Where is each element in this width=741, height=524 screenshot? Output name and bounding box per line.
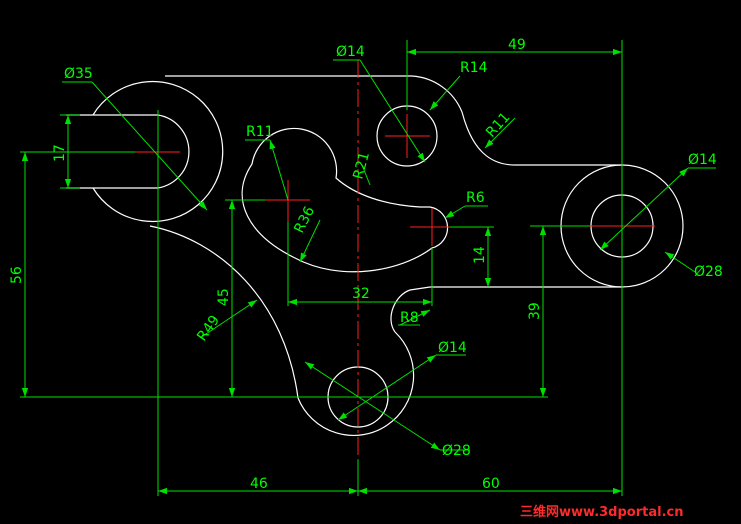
label-d35: Ø35 [64, 66, 93, 82]
label-32: 32 [352, 286, 370, 302]
leader-r11-slot [269, 139, 289, 201]
r49-sweep-arc [149, 225, 299, 399]
leader-r49 [199, 299, 258, 339]
label-r36: R36 [291, 204, 318, 236]
leader-d28-bottom [304, 361, 441, 451]
label-r21: R21 [350, 150, 373, 181]
label-r11-right: R11 [483, 109, 513, 140]
leader-d35 [91, 81, 208, 211]
label-49: 49 [508, 37, 526, 53]
label-d28-right: Ø28 [694, 264, 723, 280]
label-14: 14 [472, 246, 488, 264]
leader-d14-bottom [337, 354, 437, 421]
label-60: 60 [482, 476, 500, 492]
label-r6: R6 [466, 190, 485, 206]
label-17: 17 [52, 144, 68, 162]
leader-r14 [429, 75, 461, 111]
label-r8: R8 [400, 310, 419, 326]
leader-r6 [444, 205, 466, 219]
banana-slot-outline [241, 127, 449, 273]
dimension-lines [20, 40, 716, 496]
leader-r36 [299, 219, 321, 263]
label-d28-bottom: Ø28 [442, 443, 471, 459]
top-tab-r14-arc [411, 75, 463, 113]
part-outline [66, 75, 684, 436]
label-39: 39 [527, 302, 543, 320]
bottom-boss-outer-arc [297, 331, 415, 436]
label-r14: R14 [460, 60, 488, 76]
leader-r21 [361, 164, 371, 186]
label-d14-bottom: Ø14 [438, 340, 467, 356]
label-r49: R49 [194, 313, 223, 345]
label-56: 56 [9, 266, 25, 284]
leader-d28-right [664, 251, 696, 273]
label-d14-top: Ø14 [336, 44, 365, 60]
leader-d14-top [359, 59, 426, 163]
center-lines [135, 60, 655, 465]
dimension-labels: Ø35 Ø14 49 R14 R11 R11 R21 R36 R6 17 Ø14… [9, 37, 723, 492]
label-d14-right: Ø14 [688, 152, 717, 168]
leader-r11-right [484, 117, 516, 149]
label-45: 45 [216, 288, 232, 306]
left-boss-arc [92, 80, 224, 223]
label-46: 46 [250, 476, 268, 492]
left-slot-end-arc [157, 114, 190, 189]
leader-r8 [399, 309, 431, 326]
watermark-text: 三维网www.3dportal.cn [520, 504, 683, 520]
label-r11-slot: R11 [246, 124, 274, 140]
r11-fillet-arc [461, 111, 516, 166]
leader-d14-right [599, 167, 689, 251]
